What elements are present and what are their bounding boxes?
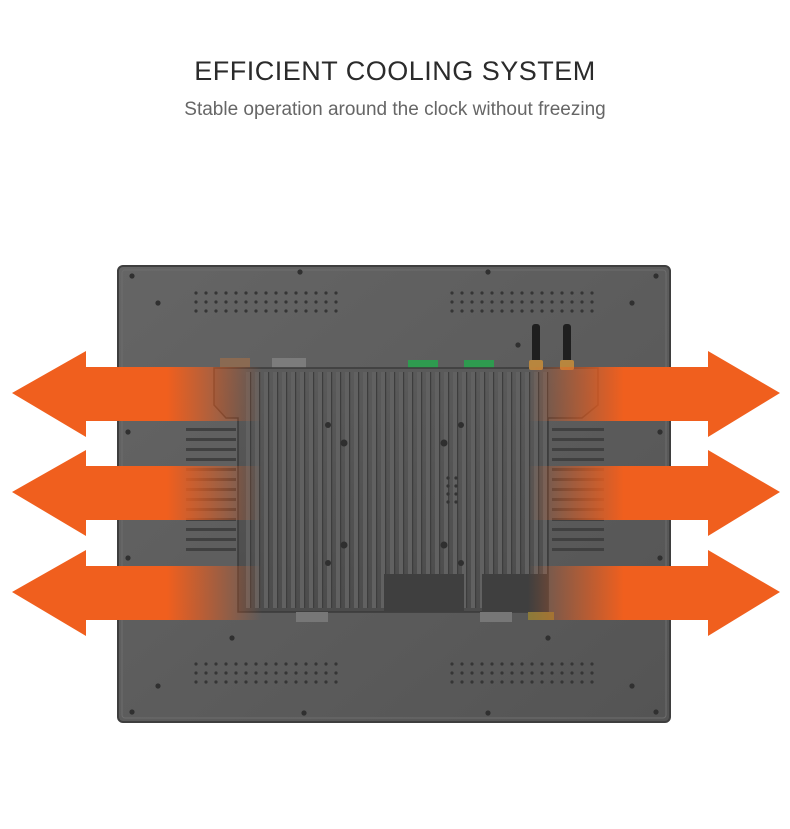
center-vent-dots [446, 476, 458, 504]
panel-screws [125, 269, 663, 716]
double-arrow-icon [12, 550, 780, 636]
page-title: EFFICIENT COOLING SYSTEM [194, 56, 596, 86]
label-plate-left [384, 574, 464, 612]
page-subtitle: Stable operation around the clock withou… [184, 99, 606, 120]
vent-holes [194, 291, 594, 684]
double-arrow-icon [12, 450, 780, 536]
heatsink-screws [325, 422, 464, 566]
double-arrow-icon [12, 351, 780, 437]
